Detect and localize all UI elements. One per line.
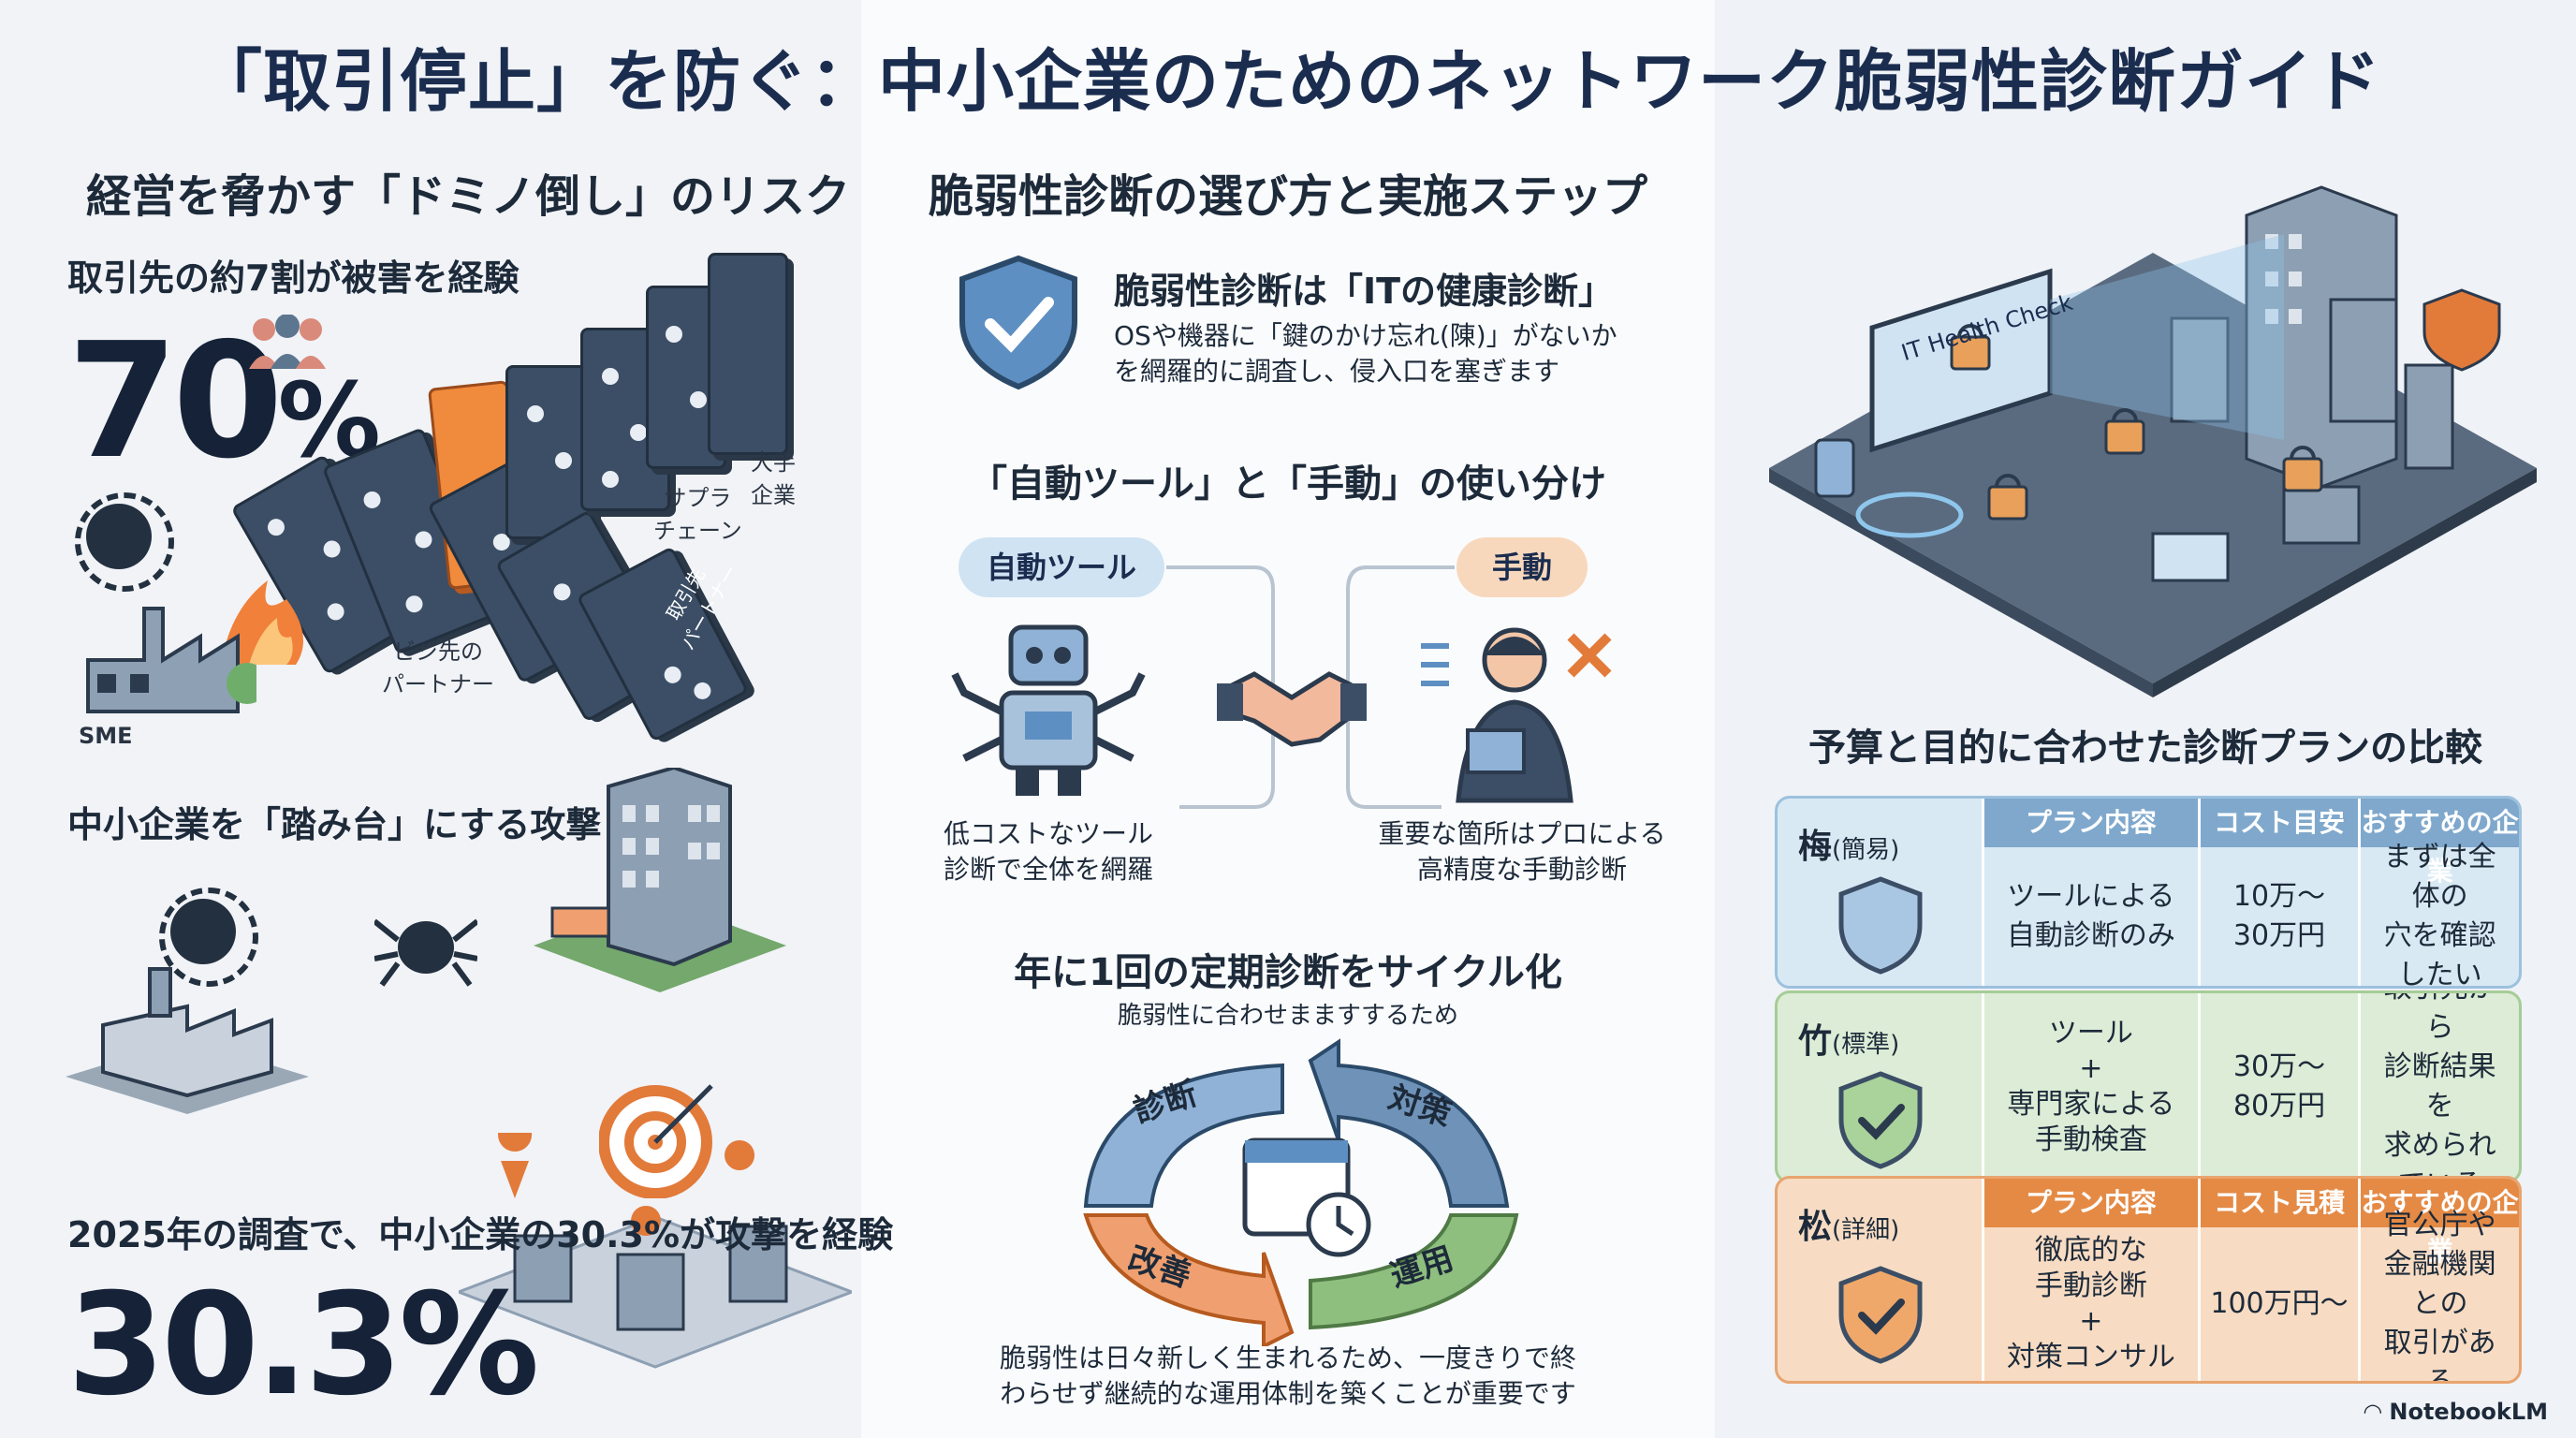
consultant-icon xyxy=(1421,627,1612,803)
stat2-caption: 2025年の調査で、中小企業の30.3%が攻撃を経験 xyxy=(67,1214,894,1255)
label-large: 大手 企業 xyxy=(751,449,796,508)
col-header: プラン内容 xyxy=(1984,799,2198,847)
fire-icon xyxy=(221,580,303,665)
plan-row-matsu: 松(詳細) プラン内容徹底的な 手動診断 + 対策コンサル コスト見積 100万円… xyxy=(1775,1176,2522,1384)
left-column xyxy=(0,0,861,1438)
shield-icon xyxy=(1838,876,1923,975)
network-illustration xyxy=(1769,185,2537,697)
shield-check-icon xyxy=(959,255,1077,390)
plan-name: 梅 xyxy=(1798,828,1833,866)
office-building-icon xyxy=(534,768,786,992)
page-title: 「取引停止」を防ぐ：中小企業のためのネットワーク脆弱性診断ガイド xyxy=(194,42,2381,121)
plan-name-cell: 竹(標準) xyxy=(1778,993,1982,1181)
people-icon xyxy=(249,315,326,369)
shield-check-icon xyxy=(1838,1071,1923,1169)
plan-content: ツール + 専門家による 手動検査 xyxy=(2007,1017,2175,1156)
mid-heading3: 年に1回の定期診断をサイクル化 xyxy=(1014,951,1562,994)
right-heading: 予算と目的に合わせた診断プランの比較 xyxy=(1808,726,2482,770)
factory-building-icon xyxy=(66,967,309,1114)
plan-cost: 100万円〜 xyxy=(2210,1287,2349,1320)
plan-recommend: まずは全体の 穴を確認したい xyxy=(2383,841,2496,989)
spider-icon xyxy=(374,918,477,987)
handshake-icon xyxy=(1217,671,1367,747)
plan-name-cell: 梅(簡易) xyxy=(1778,799,1982,986)
stat1-caption: 取引先の約7割が被害を経験 xyxy=(67,257,520,299)
plan-name-cell: 松(詳細) xyxy=(1778,1179,1982,1381)
left-heading: 経営を脅かす「ドミノ倒し」のリスク xyxy=(86,170,851,223)
plan-recommend: 取引先から 診断結果を 求められている xyxy=(2383,993,2496,1181)
robot-icon xyxy=(951,624,1146,796)
cycle-subtitle: 脆弱性に合わせまますするため xyxy=(1117,1002,1458,1030)
plan-row-take: 竹(標準) ツール + 専門家による 手動検査 30万〜 80万円 取引先から … xyxy=(1775,990,2522,1183)
mid-heading2: 「自動ツール」と「手動」の使い分け xyxy=(970,462,1606,506)
manual-badge: 手動 xyxy=(1456,537,1588,597)
closing-text: 脆弱性は日々新しく生まれるため、一度きりで終 わらせず継続的な運用体制を築くこと… xyxy=(999,1343,1576,1409)
virus-icon xyxy=(75,492,174,592)
city-icon xyxy=(459,1133,852,1369)
plan-name: 竹 xyxy=(1798,1022,1833,1061)
plan-name: 松 xyxy=(1798,1208,1833,1246)
health-body: OSや機器に「鍵のかけ忘れ(陳)」がないか を網羅的に調査し、侵入口を塞ぎます xyxy=(1114,320,1617,387)
cycle-diagram xyxy=(1083,1038,1519,1346)
col-header: プラン内容 xyxy=(1984,1179,2198,1227)
factory-icon xyxy=(86,607,256,713)
col-header: おすすめの企業 xyxy=(2361,799,2519,887)
logo-icon: ◠ xyxy=(2364,1399,2390,1425)
plan-cost: 10万〜 30万円 xyxy=(2232,880,2326,952)
manual-desc: 重要な箇所はプロによる 高精度な手動診断 xyxy=(1378,818,1666,885)
plan-content: ツールによる 自動診断のみ xyxy=(2006,880,2175,952)
label-sme: SME xyxy=(79,723,133,749)
target-icon xyxy=(599,1084,713,1198)
virus-icon xyxy=(159,888,258,987)
auto-desc: 低コストなツール 診断で全体を網羅 xyxy=(943,818,1153,885)
footer-text: NotebookLM xyxy=(2389,1399,2548,1425)
plan-tier: (詳細) xyxy=(1832,1216,1900,1244)
plan-recommend: 官公庁や 金融機関との 取引がある xyxy=(2383,1209,2496,1384)
plan-cost: 30万〜 80万円 xyxy=(2232,1050,2326,1123)
col-header: おすすめの企業 xyxy=(2361,1179,2519,1267)
stat2-value: 30.3% xyxy=(67,1264,539,1427)
auto-tool-badge: 自動ツール xyxy=(959,537,1164,597)
label-partner: ビジ先の パートナー xyxy=(382,638,494,697)
col-header: コスト見積 xyxy=(2200,1179,2359,1227)
label-supply: サプラ チェーン xyxy=(653,485,742,544)
plan-content: 徹底的な 手動診断 + 対策コンサル xyxy=(2006,1234,2175,1373)
mid-heading: 脆弱性診断の選び方と実施ステップ xyxy=(928,170,1647,223)
domino-building xyxy=(708,253,788,455)
plan-tier: (簡易) xyxy=(1832,836,1900,864)
left-heading2: 中小企業を「踏み台」にする攻撃 xyxy=(67,804,602,845)
notebooklm-logo: ◠ NotebookLM xyxy=(2364,1399,2548,1425)
plan-tier: (標準) xyxy=(1832,1031,1900,1059)
health-title: 脆弱性診断は「ITの健康診断」 xyxy=(1114,271,1615,312)
shield-check-icon xyxy=(1838,1266,1923,1364)
col-header: コスト目安 xyxy=(2200,799,2359,847)
stat1-value: 70% xyxy=(67,309,381,494)
